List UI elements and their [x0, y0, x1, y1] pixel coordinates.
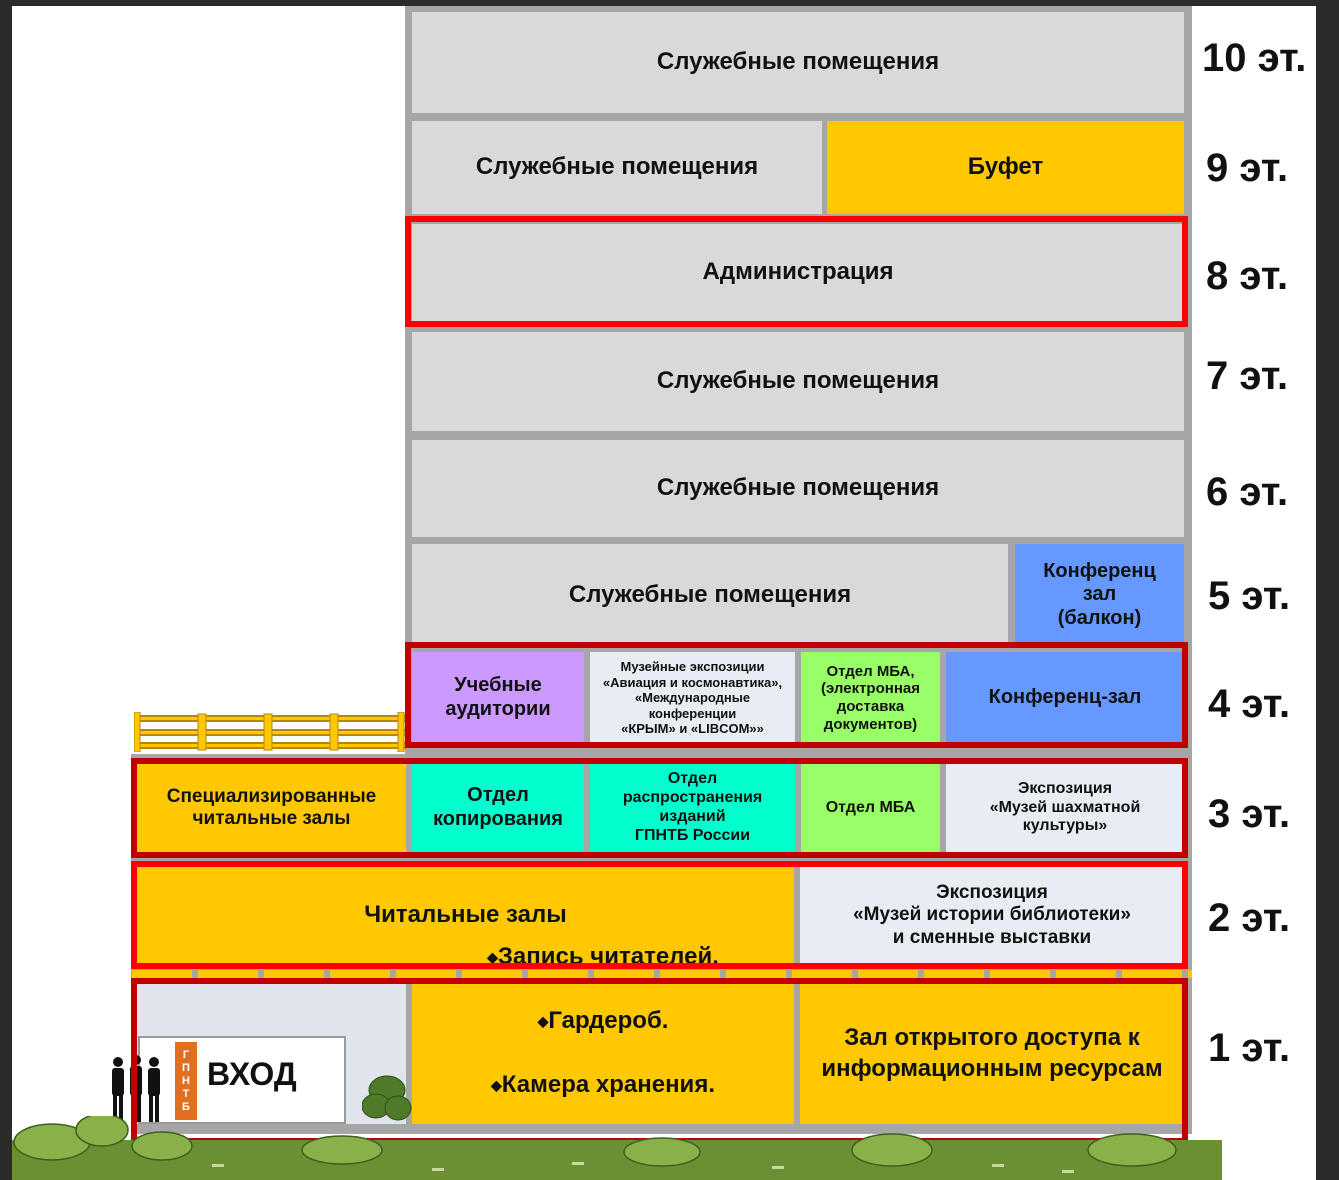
- room-7-service: Служебные помещения: [412, 332, 1184, 431]
- floor-label-4: 4 эт.: [1208, 682, 1291, 726]
- room-3-distribution: Отдел распространения изданий ГПНТБ Росс…: [590, 764, 795, 852]
- floor-label-8: 8 эт.: [1206, 254, 1289, 298]
- plant-icon: [362, 1075, 412, 1121]
- room-6-service: Служебные помещения: [412, 440, 1184, 537]
- frame-floor-4: [405, 642, 1188, 748]
- floor-label-1: 1 эт.: [1208, 1026, 1291, 1070]
- floor-label-7: 7 эт.: [1206, 354, 1289, 398]
- floor-label-10: 10 эт.: [1202, 36, 1307, 80]
- floor-label-3: 3 эт.: [1208, 792, 1291, 836]
- room-3-copying: Отдел копирования: [412, 764, 584, 852]
- room-4-conference-hall: Конференц-зал: [946, 652, 1184, 744]
- ground-greenery: [12, 1116, 1222, 1180]
- frame-floor-2: [131, 861, 1188, 969]
- room-10-service: Служебные помещения: [412, 12, 1184, 113]
- room-9-buffet: Буфет: [827, 121, 1184, 214]
- building-diagram: Служебные помещения Служебные помещения …: [12, 6, 1316, 1180]
- room-1-open-access-hall: Зал открытого доступа к информационным р…: [800, 982, 1184, 1124]
- entrance-label: ВХОД: [207, 1056, 297, 1092]
- room-3-special-reading: Специализированные читальные залы: [137, 764, 406, 852]
- room-9-service: Служебные помещения: [412, 121, 822, 214]
- room-2-history-museum: Экспозиция «Музей истории библиотеки» и …: [800, 866, 1184, 965]
- floor-label-2: 2 эт.: [1208, 896, 1291, 940]
- service-item: Камера хранения.: [487, 1069, 719, 1101]
- frame-floor-3: [131, 758, 1188, 858]
- room-4-museum: Музейные экспозиции «Авиация и космонавт…: [590, 652, 795, 744]
- room-4-classrooms: Учебные аудитории: [412, 652, 584, 744]
- floor-label-5: 5 эт.: [1208, 574, 1291, 618]
- room-4-mba-department: Отдел МБА, (электронная доставка докумен…: [801, 652, 940, 744]
- room-8-administration: Администрация: [412, 224, 1184, 321]
- room-3-chess-museum: Экспозиция «Музей шахматной культуры»: [946, 764, 1184, 852]
- room-3-mba-department: Отдел МБА: [801, 764, 940, 852]
- floor-label-9: 9 эт.: [1206, 146, 1289, 190]
- frame-floor-8: [405, 216, 1188, 327]
- room-5-service: Служебные помещения: [412, 544, 1008, 646]
- room-5-conference-balcony: Конференц зал (балкон): [1015, 544, 1184, 646]
- service-item: Гардероб.: [487, 1005, 719, 1037]
- floor-label-6: 6 эт.: [1206, 470, 1289, 514]
- entrance-door: [138, 1036, 346, 1124]
- floor-slab-1: [132, 970, 1192, 978]
- gpntb-sign: ГПНТБ: [175, 1042, 197, 1120]
- roof-railing: [134, 712, 406, 752]
